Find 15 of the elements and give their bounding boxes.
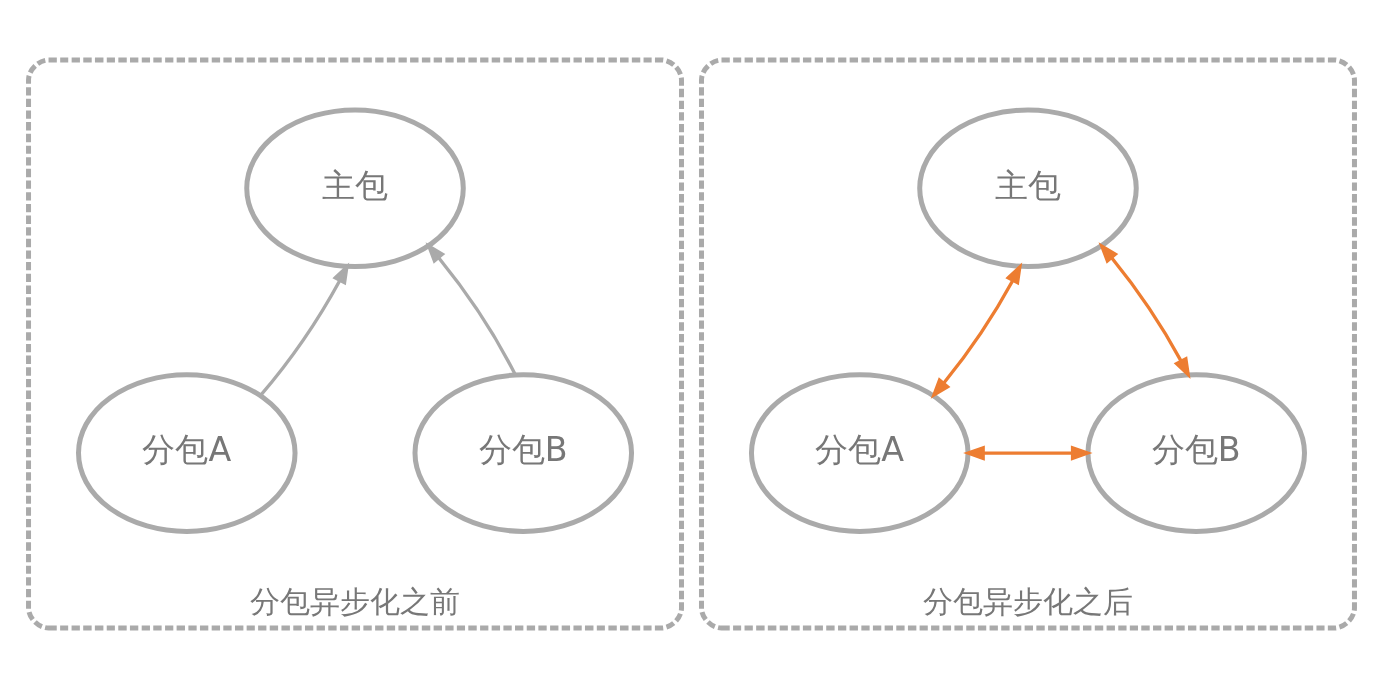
node-ellipse: 分包B — [412, 371, 635, 534]
arrow — [930, 262, 1023, 399]
node-label: 分包异步化之前 — [250, 583, 461, 619]
node-ellipse: 分包A — [76, 371, 298, 534]
cluster — [26, 57, 684, 630]
arrow — [1098, 241, 1191, 379]
node-ellipse: 分包A — [748, 371, 971, 534]
arrow — [963, 445, 1093, 461]
cluster — [699, 57, 1357, 630]
node-ellipse: 主包 — [244, 106, 466, 269]
arrow — [259, 262, 350, 396]
arrow — [425, 241, 517, 375]
node-ellipse: 主包 — [917, 106, 1139, 269]
node-label: 分包异步化之后 — [922, 583, 1133, 619]
node-ellipse: 分包B — [1085, 371, 1307, 534]
